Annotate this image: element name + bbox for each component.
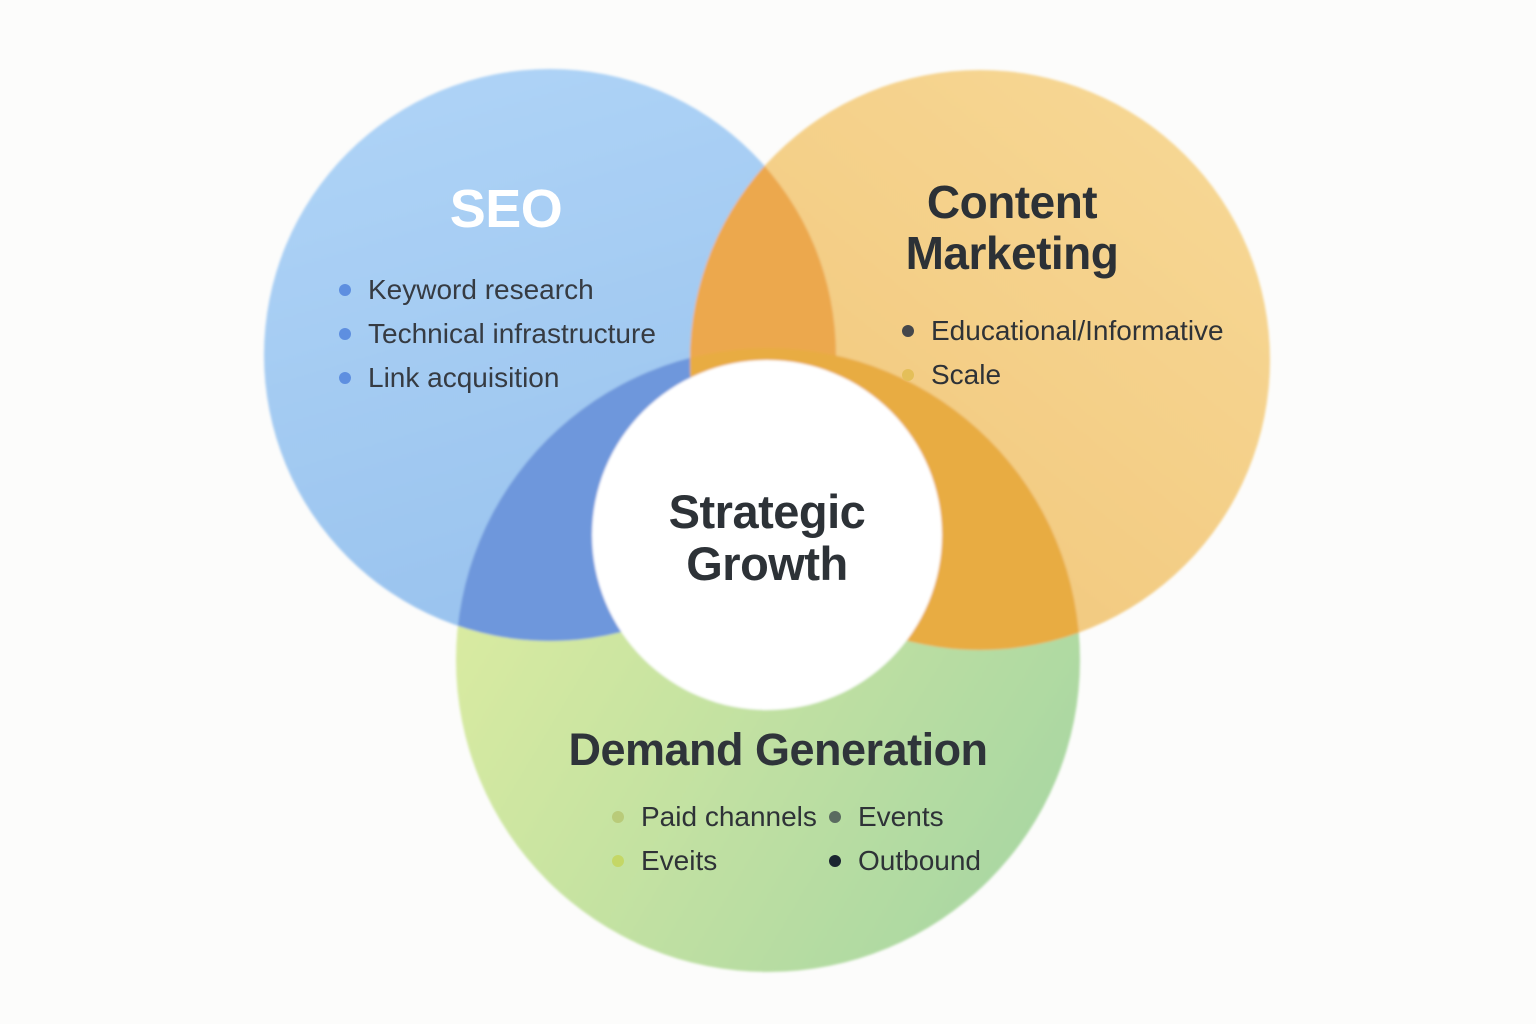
list-item: Educational/Informative [902,309,1224,353]
bullet-label: Events [858,801,944,832]
list-item: Events [829,795,981,839]
title-line: Strategic [668,485,866,538]
demand-generation-circle-title: Demand Generation [568,724,988,775]
list-item: Keyword research [339,268,656,312]
list-item: Eveits [612,839,829,883]
list-item: Scale [902,353,1224,397]
bullet-label: Keyword research [368,274,594,305]
bullet-icon [339,328,351,340]
bullet-label: Educational/Informative [931,315,1224,346]
list-item: Technical infrastructure [339,312,656,356]
bullet-label: Outbound [858,845,981,876]
seo-circle-title: SEO [449,179,563,239]
bullet-icon [339,372,351,384]
content-marketing-bullet-list: Educational/Informative Scale [902,309,1224,397]
list-item: Outbound [829,839,981,883]
list-item: Link acquisition [339,356,656,400]
bullet-icon [612,855,624,867]
bullet-icon [612,811,624,823]
bullet-icon [339,284,351,296]
center-title: Strategic Growth [587,486,947,590]
bullet-icon [829,811,841,823]
bullet-label: Link acquisition [368,362,560,393]
bullet-label: Technical infrastructure [368,318,656,349]
seo-bullet-list: Keyword research Technical infrastructur… [339,268,656,400]
bullet-icon [902,369,914,381]
title-line: Marketing [905,227,1119,279]
list-item: Paid channels [612,795,829,839]
title-line: Growth [686,537,848,590]
title-line: Content [926,176,1098,228]
center-circle [592,360,942,710]
bullet-icon [902,325,914,337]
content-marketing-circle-title: Content Marketing [812,177,1212,279]
demand-generation-bullet-list: Paid channels Events Eveits Outbound [612,795,981,883]
bullet-label: Eveits [641,845,718,876]
bullet-label: Scale [931,359,1002,390]
bullet-icon [829,855,841,867]
bullet-label: Paid channels [641,801,817,832]
